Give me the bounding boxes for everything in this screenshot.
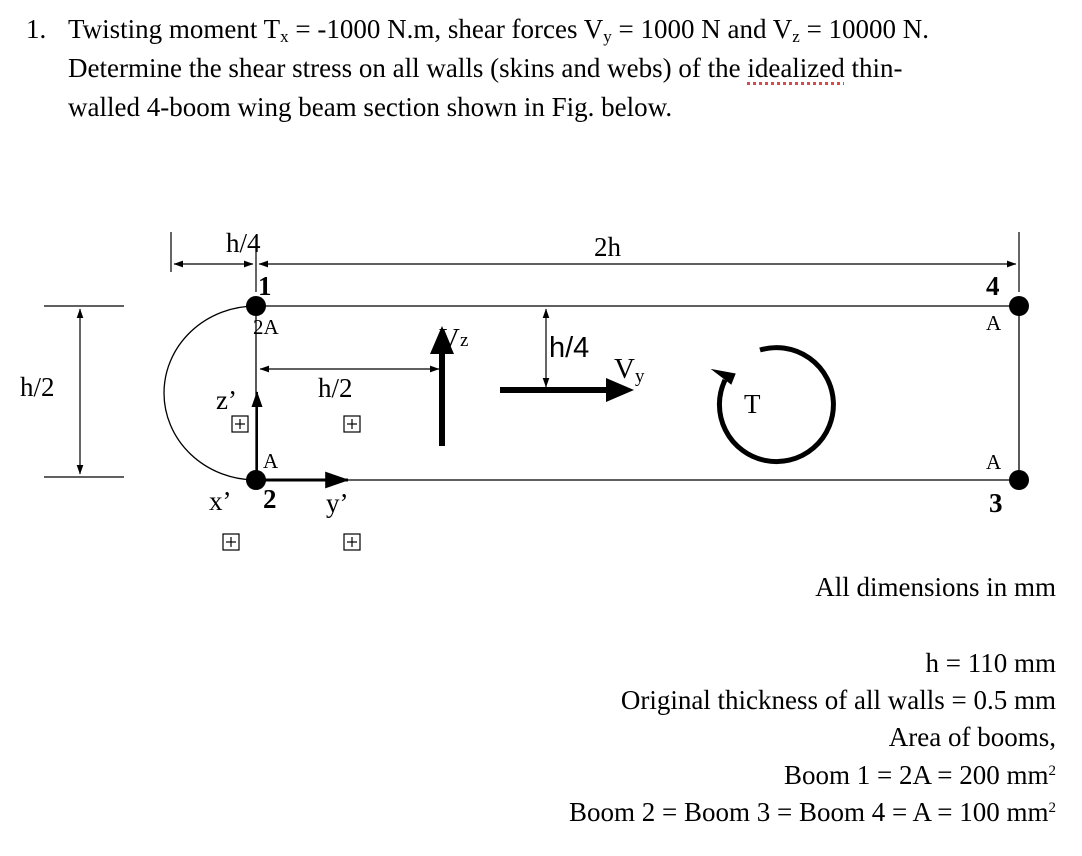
boxed-plus-icon [231,415,249,433]
boom-1-area-label: 2A [253,315,280,339]
boom-4-label: 4 [986,271,1000,301]
local-axes: z’ x’ y’ [209,385,350,518]
h4-mid-label: h/4 [549,332,589,364]
spellcheck-marked-word[interactable]: idealized [747,53,845,83]
problem-line-3: walled 4-boom wing beam section shown in… [68,92,673,122]
problem-number: 1. [26,14,47,44]
z-prime-label: z’ [216,385,237,415]
h-value: h = 110 mm [925,648,1056,678]
dimensions-note: All dimensions in mm [815,572,1056,602]
boom-3-area-label: A [986,450,1002,474]
boom-3-label: 3 [989,488,1003,518]
h4-top-label: h/4 [226,228,261,258]
vy-force: Vy [500,353,645,402]
h2-mid-label: h/2 [318,373,353,403]
vy-label: Vy [614,353,645,387]
boxed-plus-icon [343,533,361,551]
boom-1 [246,296,266,316]
boom-4-area-label: A [986,311,1002,335]
boom-1-label: 1 [258,271,272,301]
dimension-2h: 2h [258,232,1020,292]
h2-left-label: h/2 [20,372,55,402]
wall-thickness: Original thickness of all walls = 0.5 mm [620,685,1056,715]
dimension-h2-mid: h/2 [259,358,443,403]
problem-line-1: Twisting moment Tx = -1000 N.m, shear fo… [68,14,930,46]
boxed-plus-icon [222,533,240,551]
dimension-h2-left: h/2 [20,305,124,478]
boom-2-label: 2 [263,484,277,514]
boom-area-title: Area of booms, [888,722,1056,752]
dimension-h4-top: h/4 [170,228,261,292]
two-h-label: 2h [594,232,622,262]
nose-skin [163,305,257,481]
boom-1-area: Boom 1 = 2A = 200 mm2 [784,760,1056,790]
boom-3 [1009,470,1029,490]
boom-4 [1009,296,1029,316]
y-prime-label: y’ [326,488,349,518]
booms-234-area: Boom 2 = Boom 3 = Boom 4 = A = 100 mm2 [569,797,1056,827]
vz-label: Vz [439,323,468,355]
vz-force: Vz [430,323,468,446]
boom-2-area-label: A [263,449,279,473]
dimension-h4-mid: h/4 [542,308,589,388]
torque-moment: T [710,345,836,464]
problem-line-2: Determine the shear stress on all walls … [68,53,903,83]
x-prime-label: x’ [209,486,232,516]
boxed-plus-icon [343,415,361,433]
torque-label: T [744,389,761,419]
